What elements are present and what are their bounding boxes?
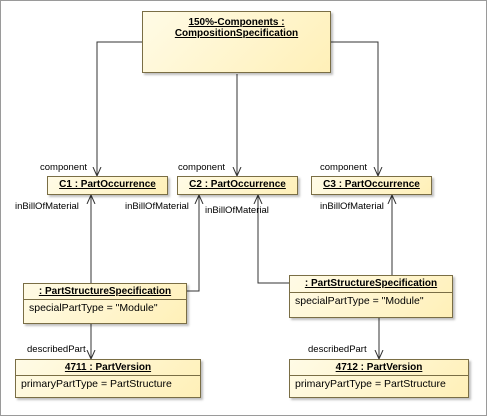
composition-title-line2: CompositionSpecification	[174, 28, 299, 39]
connector-pss1-c2	[186, 195, 199, 292]
occurrence-c1-title: C1 : PartOccurrence	[59, 179, 156, 190]
part-structure-spec-2-title: : PartStructureSpecification	[304, 278, 438, 289]
occurrence-c2-box[interactable]: C2 : PartOccurrence	[177, 176, 298, 195]
role-label-describedpart-2: describedPart	[308, 344, 367, 355]
role-label-inbillofmaterial-c2-right: inBillOfMaterial	[205, 205, 269, 216]
role-label-component-c1: component	[40, 162, 88, 173]
part-version-4712-attr: primaryPartType = PartStructure	[295, 378, 446, 390]
occurrence-c3-box[interactable]: C3 : PartOccurrence	[311, 176, 432, 195]
composition-title-line1: 150%-Components :	[188, 17, 285, 28]
role-label-inbillofmaterial-c2-left: inBillOfMaterial	[125, 201, 189, 212]
connector-composition-c1	[97, 41, 142, 176]
part-structure-spec-1-box[interactable]: : PartStructureSpecification specialPart…	[23, 283, 187, 324]
connector-composition-c3	[331, 41, 378, 176]
role-label-inbillofmaterial-c1: inBillOfMaterial	[15, 201, 79, 212]
part-version-4712-title: 4712 : PartVersion	[335, 362, 423, 373]
part-structure-spec-2-attr: specialPartType = "Module"	[295, 295, 424, 307]
role-label-describedpart-1: describedPart	[27, 344, 86, 355]
part-structure-spec-2-box[interactable]: : PartStructureSpecification specialPart…	[289, 275, 453, 318]
connector-pss2-c2	[258, 195, 289, 284]
part-structure-spec-1-title: : PartStructureSpecification	[38, 286, 172, 297]
composition-specification-box[interactable]: 150%-Components : CompositionSpecificati…	[142, 11, 331, 73]
part-version-4711-title: 4711 : PartVersion	[64, 362, 152, 373]
role-label-inbillofmaterial-c3: inBillOfMaterial	[320, 201, 384, 212]
role-label-component-c3: component	[320, 162, 368, 173]
part-version-4711-attr: primaryPartType = PartStructure	[21, 378, 172, 390]
part-structure-spec-1-attr: specialPartType = "Module"	[29, 302, 158, 314]
role-label-component-c2: component	[178, 162, 226, 173]
part-version-4711-box[interactable]: 4711 : PartVersion primaryPartType = Par…	[15, 359, 201, 398]
occurrence-c3-title: C3 : PartOccurrence	[323, 179, 420, 190]
part-version-4712-box[interactable]: 4712 : PartVersion primaryPartType = Par…	[289, 359, 469, 398]
occurrence-c2-title: C2 : PartOccurrence	[189, 179, 286, 190]
occurrence-c1-box[interactable]: C1 : PartOccurrence	[47, 176, 168, 195]
